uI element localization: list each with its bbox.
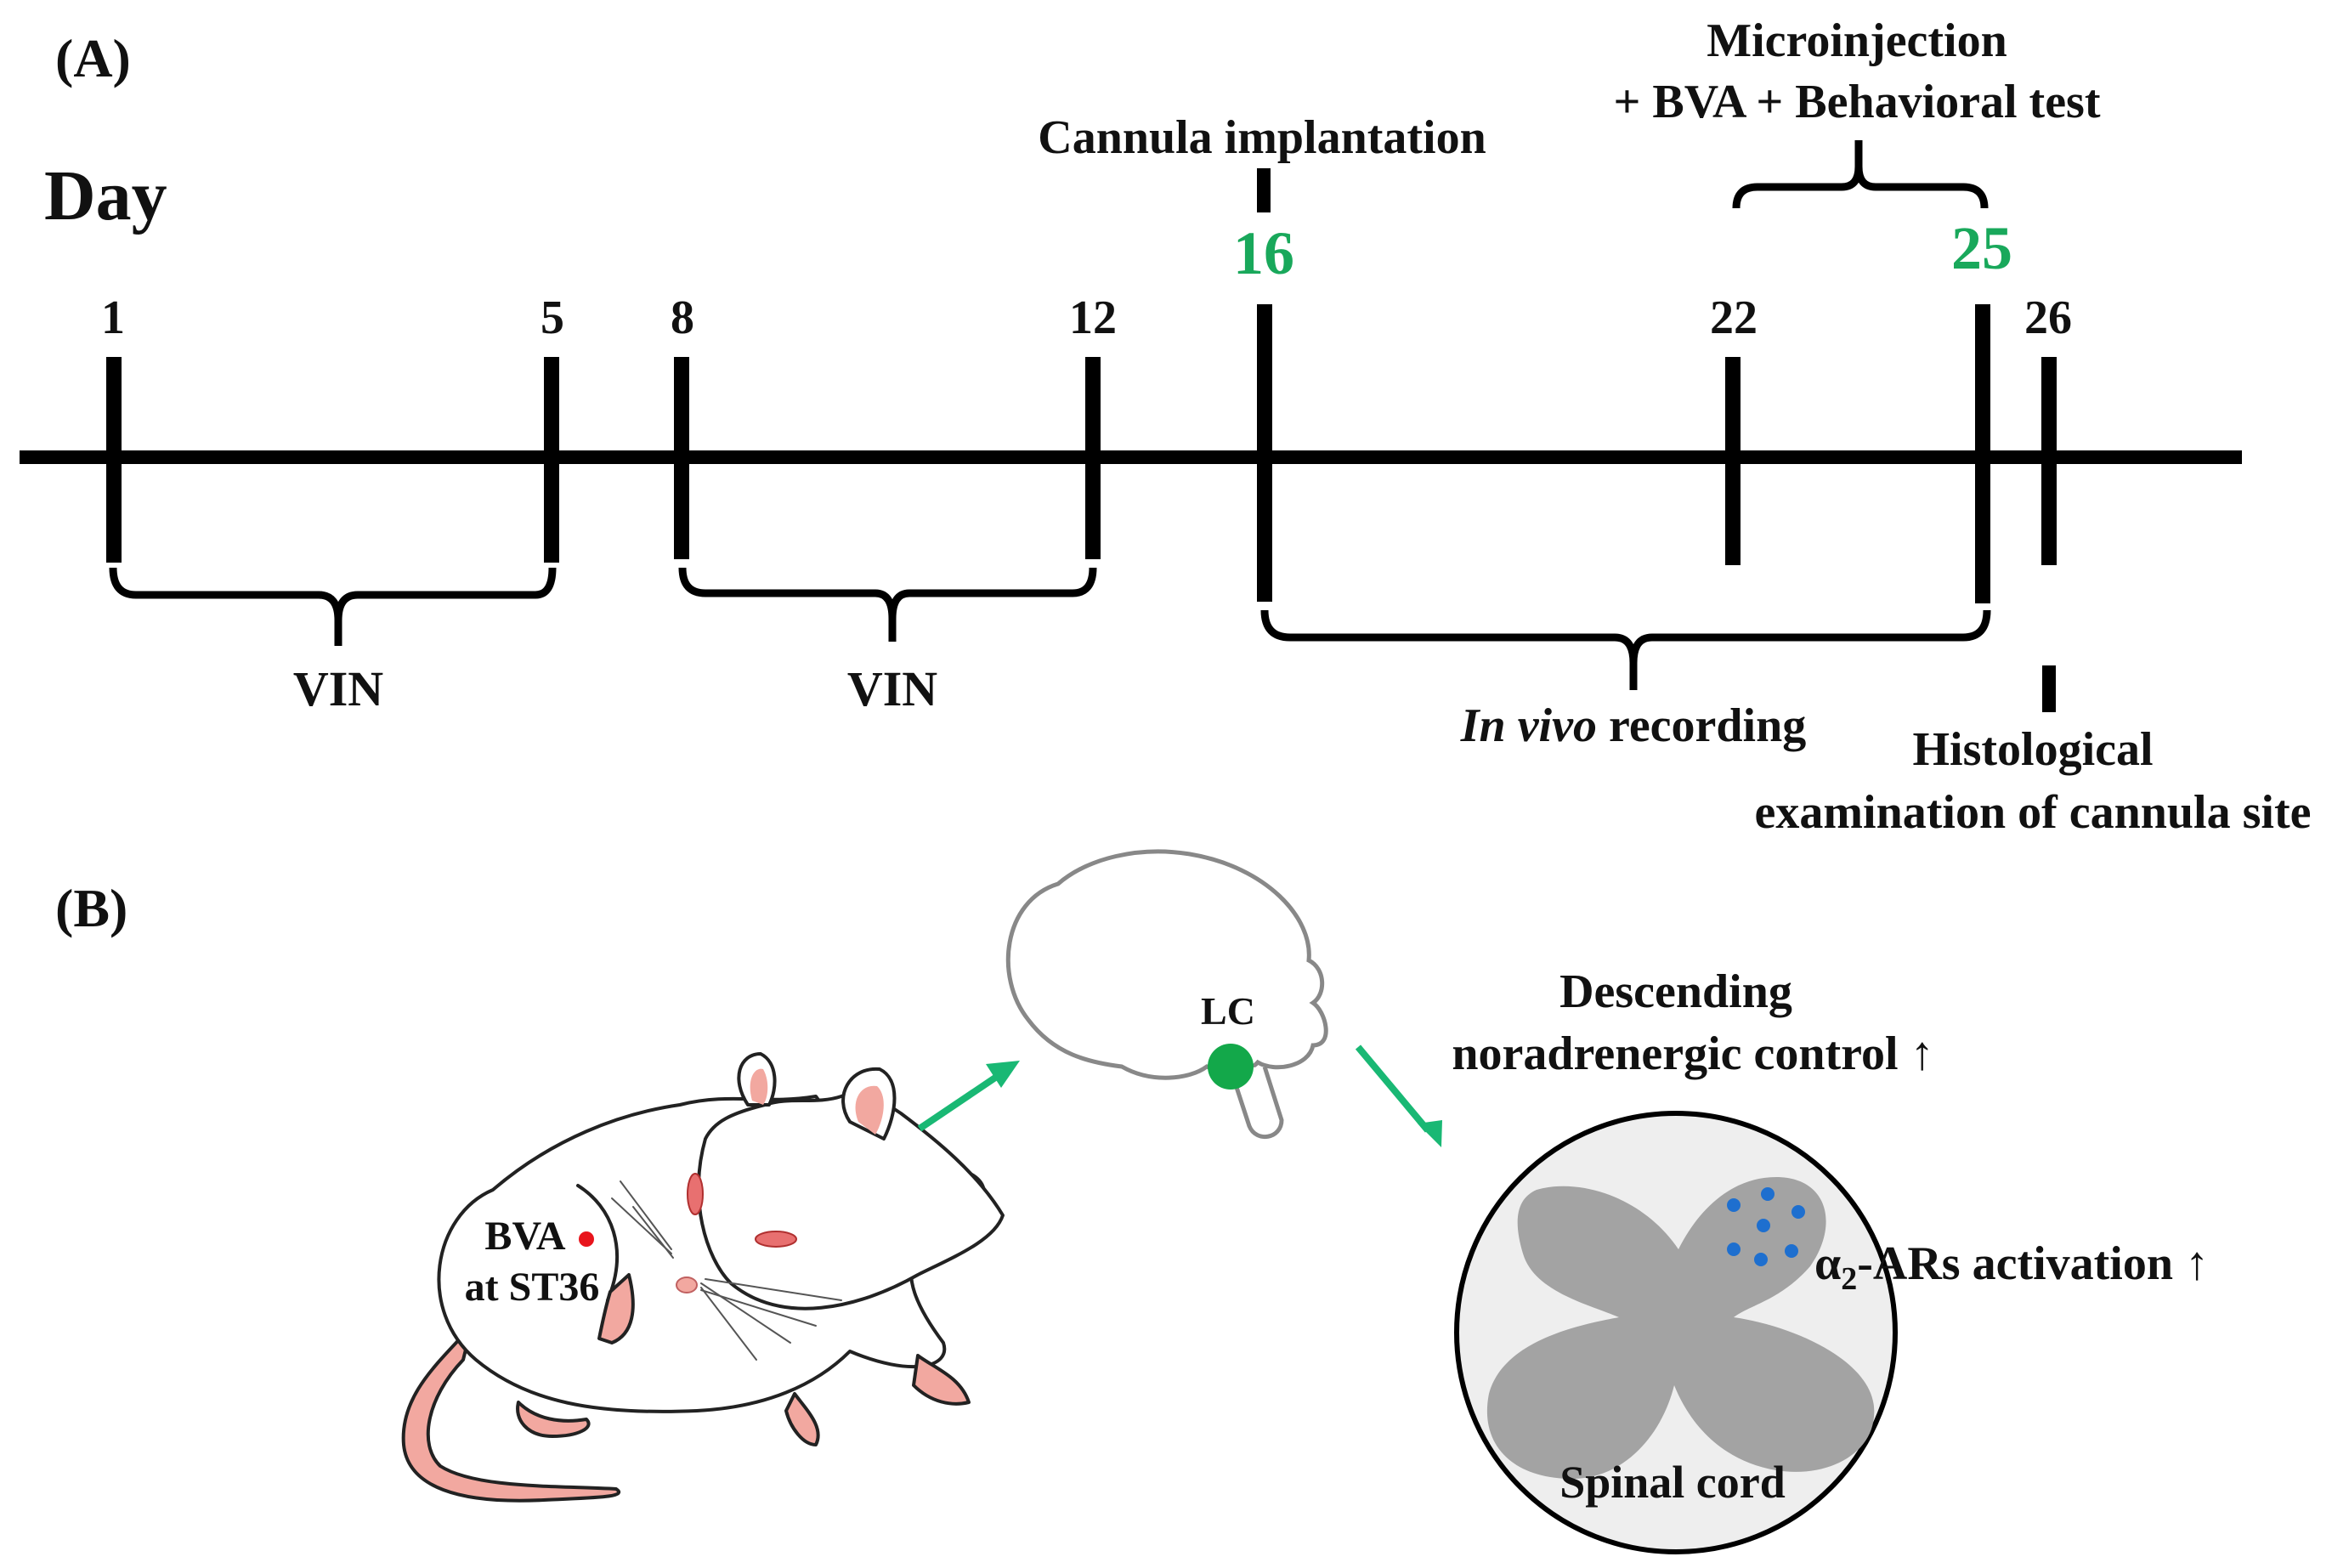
tick-day-1 [106, 357, 122, 563]
day-label-16: 16 [1233, 219, 1294, 287]
vin-label-2: VIN [847, 661, 937, 716]
rat-head [696, 1091, 1005, 1310]
tick-day-25 [1975, 304, 1990, 603]
arrow-brain-to-cord-head [1418, 1120, 1442, 1147]
day-label-5: 5 [541, 292, 564, 344]
alpha-rest: -ARs activation ↑ [1857, 1237, 2209, 1290]
rat-tail [401, 1324, 620, 1503]
tick-day-16 [1257, 304, 1272, 602]
rat-eye-right [755, 1231, 797, 1248]
rat-whiskers [611, 1180, 842, 1361]
tick-day-12 [1085, 357, 1101, 559]
arrow-rat-to-brain [917, 1069, 1005, 1132]
day-label-22: 22 [1710, 292, 1758, 344]
day-label-8: 8 [671, 292, 694, 344]
receptor-dot [1727, 1198, 1741, 1212]
histology-label-line2: examination of cannula site [1755, 786, 2312, 839]
day-label-1: 1 [101, 292, 125, 344]
tick-day-26 [2041, 357, 2057, 565]
day-label-12: 12 [1069, 292, 1117, 344]
day-axis-label: Day [44, 156, 167, 235]
invivo-brace [1260, 609, 1991, 690]
day-label-26: 26 [2024, 292, 2072, 344]
alpha-symbol: α [1814, 1237, 1841, 1290]
tick-day-22 [1725, 357, 1741, 565]
brain-outline [1005, 849, 1328, 1140]
rat-eye-left [687, 1173, 704, 1215]
day-label-25: 25 [1951, 214, 2012, 282]
tick-day-8 [674, 357, 689, 559]
day-ticks [106, 304, 2057, 603]
spinal-cord-label: Spinal cord [1559, 1457, 1786, 1508]
receptor-dot [1785, 1244, 1798, 1258]
alpha2-ars-activation-label: α2-ARs activation ↑ [1814, 1237, 2209, 1297]
panel-a-label: (A) [55, 28, 131, 88]
day-labels: 1 5 8 12 16 22 25 26 [101, 214, 2072, 344]
rat-nose [676, 1276, 698, 1293]
receptor-dot [1757, 1219, 1770, 1232]
arrow-rat-to-brain-head [986, 1061, 1020, 1088]
tick-day-5 [544, 357, 559, 563]
rat-foot-middle [784, 1392, 820, 1446]
rat-leg-outline [576, 1184, 620, 1302]
vin-brace-2 [678, 567, 1097, 642]
descending-label-line1: Descending [1559, 965, 1792, 1018]
rat-foot-front [912, 1354, 971, 1406]
rat-ear-right-inner [855, 1085, 884, 1135]
panel-b-label: (B) [55, 878, 127, 938]
bva-acupoint-dot [579, 1231, 594, 1247]
brain-shape [1005, 849, 1328, 1080]
descending-label-line2: noradrenergic control ↑ [1452, 1027, 1933, 1080]
vin-brace-1 [109, 567, 557, 646]
spinal-cord-gray-matter [1486, 1177, 1875, 1479]
invivo-recording-label: In vivo recording [1460, 699, 1806, 752]
bva-label-line2: at ST36 [465, 1265, 600, 1310]
microinjection-label-line1: Microinjection [1707, 14, 2007, 67]
rat-foot-hind [516, 1401, 591, 1438]
cannula-marker [1257, 168, 1271, 212]
timeline-axis [20, 450, 2242, 464]
receptor-dots [1727, 1187, 1805, 1266]
alpha-subscript: 2 [1841, 1261, 1857, 1297]
histology-marker [2042, 665, 2056, 712]
receptor-dot [1791, 1205, 1805, 1219]
histology-label-line1: Histological [1912, 723, 2153, 776]
vin-label-1: VIN [293, 661, 383, 716]
receptor-dot [1727, 1243, 1741, 1256]
rat-front-paw-raised [597, 1273, 635, 1344]
cannula-implantation-label: Cannula implantation [1038, 111, 1486, 164]
invivo-italic: In vivo [1460, 699, 1597, 752]
receptor-dot [1754, 1253, 1768, 1266]
invivo-rest: recording [1597, 699, 1806, 752]
rat-ear-left-inner [750, 1068, 768, 1105]
spinal-cord-diagram [1454, 1111, 1898, 1554]
microinjection-brace [1732, 140, 1989, 209]
pathway-arrows [917, 1044, 1442, 1147]
arrow-brain-to-cord [1355, 1044, 1431, 1133]
lc-label: LC [1201, 989, 1255, 1033]
locus-coeruleus-dot [1208, 1044, 1254, 1090]
receptor-dot [1761, 1187, 1774, 1201]
rat-illustration [401, 1052, 1005, 1503]
microinjection-label-line2: + BVA + Behavioral test [1613, 76, 2100, 128]
bva-label-line1: BVA [484, 1214, 565, 1259]
